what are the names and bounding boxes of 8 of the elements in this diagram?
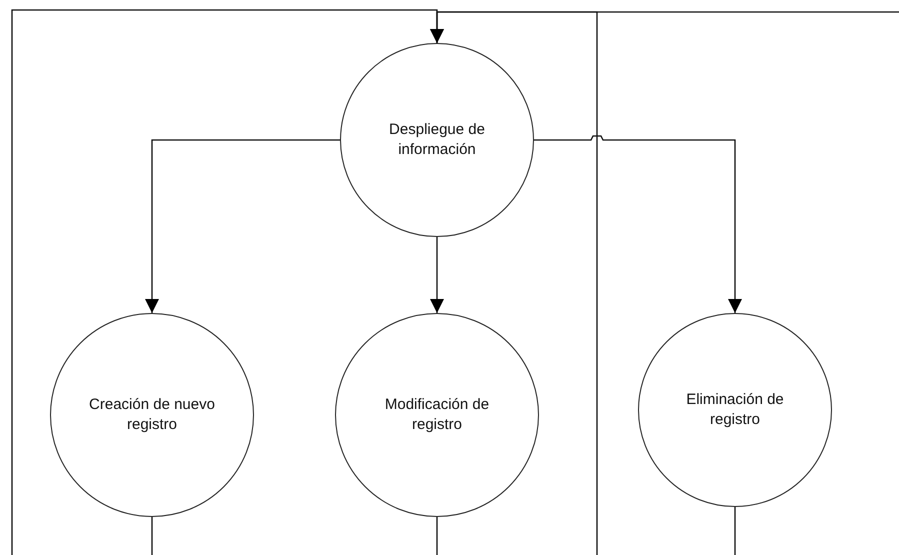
arrow xyxy=(145,139,340,313)
arrow xyxy=(430,11,899,43)
process-label: Creación de nuevo registro xyxy=(88,394,216,435)
arrow xyxy=(430,237,444,313)
arrow xyxy=(534,135,742,313)
process-label: Eliminación de registro xyxy=(685,390,785,430)
process-label: Despliegue de información xyxy=(388,120,486,160)
process-label: Modificación de registro xyxy=(384,394,490,435)
